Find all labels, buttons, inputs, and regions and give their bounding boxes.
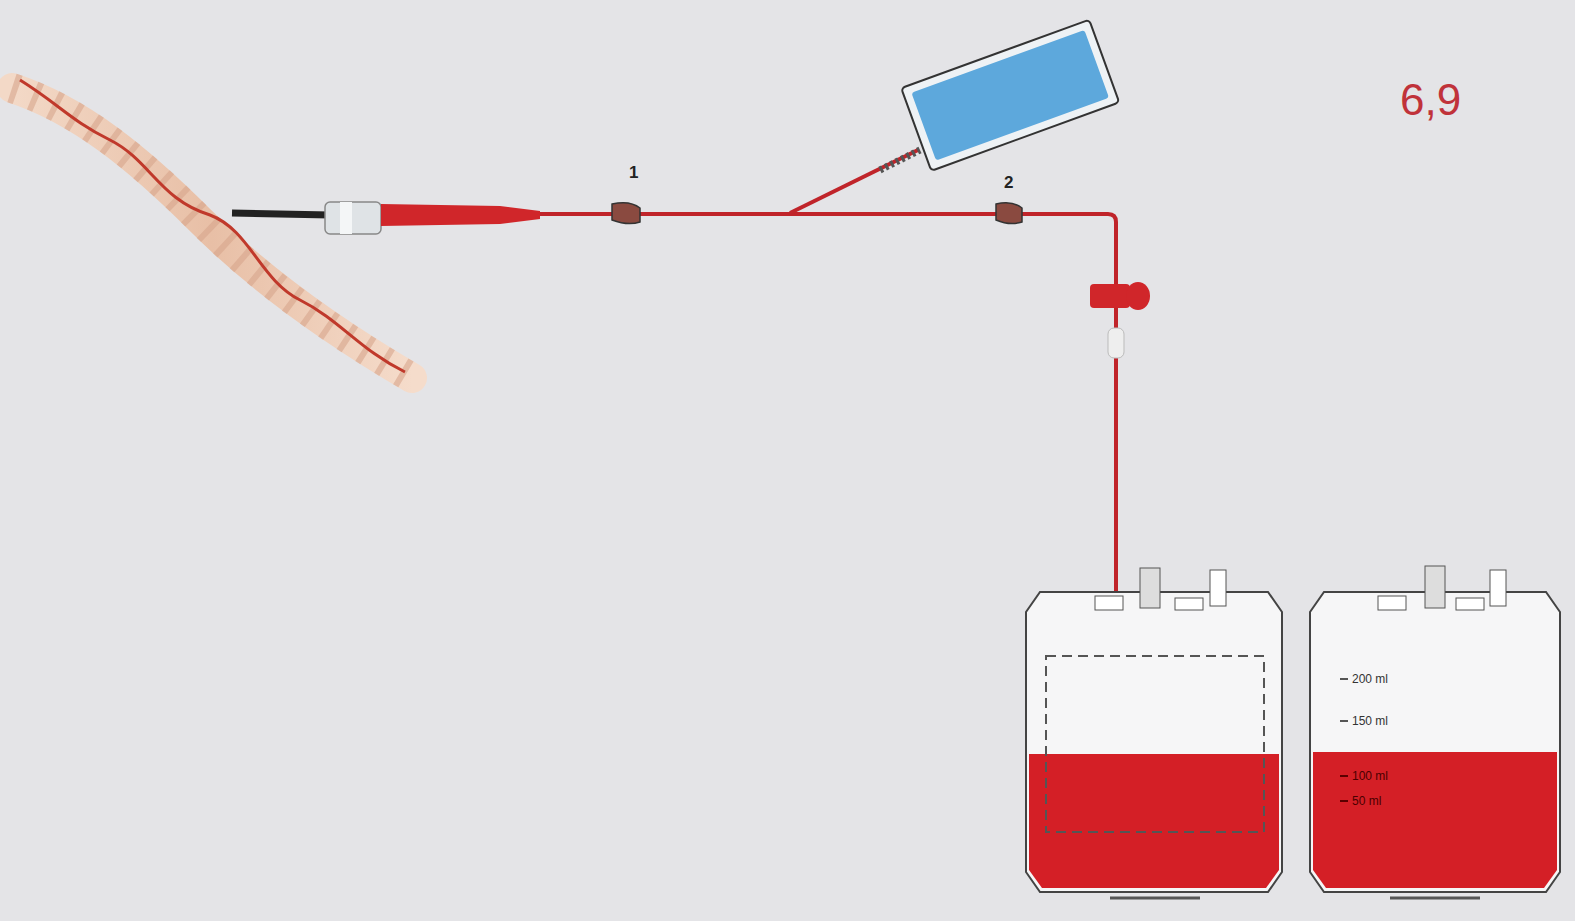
scale-mark: 150 ml bbox=[1352, 715, 1388, 727]
figure-number: 6,9 bbox=[1400, 78, 1461, 122]
scale-mark: 100 ml bbox=[1352, 770, 1388, 782]
needle bbox=[232, 213, 330, 215]
clamp-1 bbox=[612, 203, 640, 224]
scale-mark: 200 ml bbox=[1352, 673, 1388, 685]
scale-mark: 50 ml bbox=[1352, 795, 1381, 807]
sample-bag bbox=[901, 20, 1119, 171]
clamp-2 bbox=[996, 203, 1022, 224]
roller-clamp bbox=[1090, 282, 1150, 358]
branch-connector bbox=[880, 150, 920, 170]
callout-number: 1 bbox=[629, 164, 638, 181]
tube-grip bbox=[381, 204, 540, 226]
callout-number: 2 bbox=[1004, 174, 1013, 191]
blood-bag-2 bbox=[1310, 566, 1560, 898]
needle-hub-shine bbox=[340, 202, 352, 234]
vein-stripe bbox=[20, 80, 405, 372]
tubing-branch bbox=[790, 150, 918, 213]
tubing bbox=[540, 214, 1116, 592]
blood-bag-1 bbox=[1026, 568, 1282, 898]
needle-hub bbox=[325, 202, 381, 234]
